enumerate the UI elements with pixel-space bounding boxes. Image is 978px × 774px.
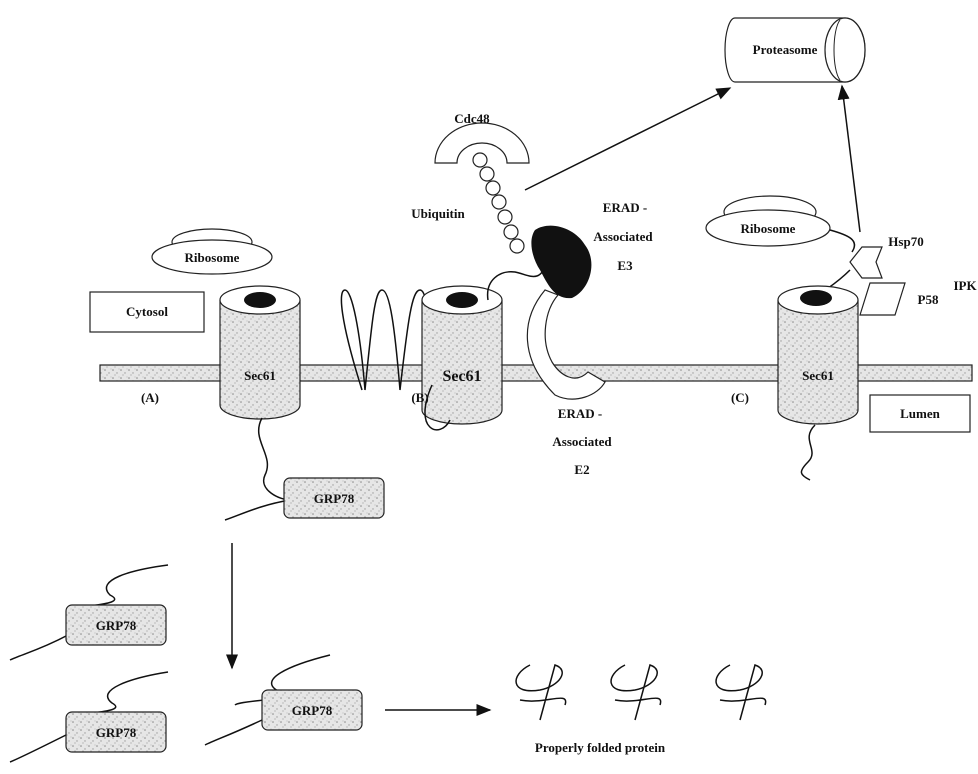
p58-label: P58 — [918, 292, 939, 307]
sec61-channel-b: Sec61 — [422, 286, 502, 424]
grp78-box-2: GRP78 — [66, 605, 166, 645]
nascent-chain-c — [801, 425, 815, 480]
erad-e3-shape — [531, 226, 591, 299]
hsp70-label: Hsp70 — [888, 234, 923, 249]
erad-e2-label-1: ERAD - — [558, 406, 602, 421]
proteasome: Proteasome — [725, 18, 865, 82]
grp78-4-label: GRP78 — [292, 703, 333, 718]
nascent-chain-a — [225, 418, 290, 520]
arrow-to-proteasome-c — [842, 86, 860, 232]
chain-to-hsp70 — [830, 230, 855, 252]
erad-e3-label-3: E3 — [617, 258, 633, 273]
erad-e3-label-1: ERAD - — [603, 200, 647, 215]
lumen-box: Lumen — [870, 395, 970, 432]
hsp70-shape — [850, 247, 882, 278]
panel-c-label: (C) — [731, 390, 749, 405]
ubiquitin-label: Ubiquitin — [411, 206, 465, 221]
grp78-box-4: GRP78 — [262, 690, 362, 730]
ribosome-c-label: Ribosome — [741, 221, 796, 236]
ribosome-a: Ribosome — [152, 229, 272, 274]
cytosol-label: Cytosol — [126, 304, 168, 319]
sec61-channel-c: Sec61 — [778, 286, 858, 424]
cdc48-label: Cdc48 — [454, 111, 490, 126]
folded-protein-1 — [516, 665, 566, 720]
ipk-label: IPK — [953, 278, 977, 293]
lumen-label: Lumen — [900, 406, 941, 421]
sec61-b-label: Sec61 — [442, 368, 481, 385]
erad-e3-label-2: Associated — [593, 229, 653, 244]
arrow-to-proteasome-b — [525, 88, 730, 190]
ubiquitin-chain — [473, 153, 524, 253]
ribosome-a-label: Ribosome — [185, 250, 240, 265]
sec61-channel-a: Sec61 — [220, 286, 300, 419]
erad-e2-label-3: E2 — [574, 462, 589, 477]
grp78-3-label: GRP78 — [96, 725, 137, 740]
proteasome-label: Proteasome — [753, 42, 818, 57]
grp78-box-1: GRP78 — [284, 478, 384, 518]
grp78-box-3: GRP78 — [66, 712, 166, 752]
panel-a-label: (A) — [141, 390, 159, 405]
folded-protein-3 — [716, 665, 766, 720]
cytosol-box: Cytosol — [90, 292, 204, 332]
grp78-1-label: GRP78 — [314, 491, 355, 506]
folded-protein-2 — [611, 665, 661, 720]
ribosome-c: Ribosome — [706, 196, 830, 246]
sec61-a-label: Sec61 — [244, 368, 276, 383]
erad-e2-label-2: Associated — [552, 434, 612, 449]
sec61-c-label: Sec61 — [802, 368, 834, 383]
grp78-2-label: GRP78 — [96, 618, 137, 633]
folded-protein-caption: Properly folded protein — [535, 740, 666, 755]
erad-e2-shape — [527, 290, 605, 399]
p58-shape — [860, 283, 905, 315]
